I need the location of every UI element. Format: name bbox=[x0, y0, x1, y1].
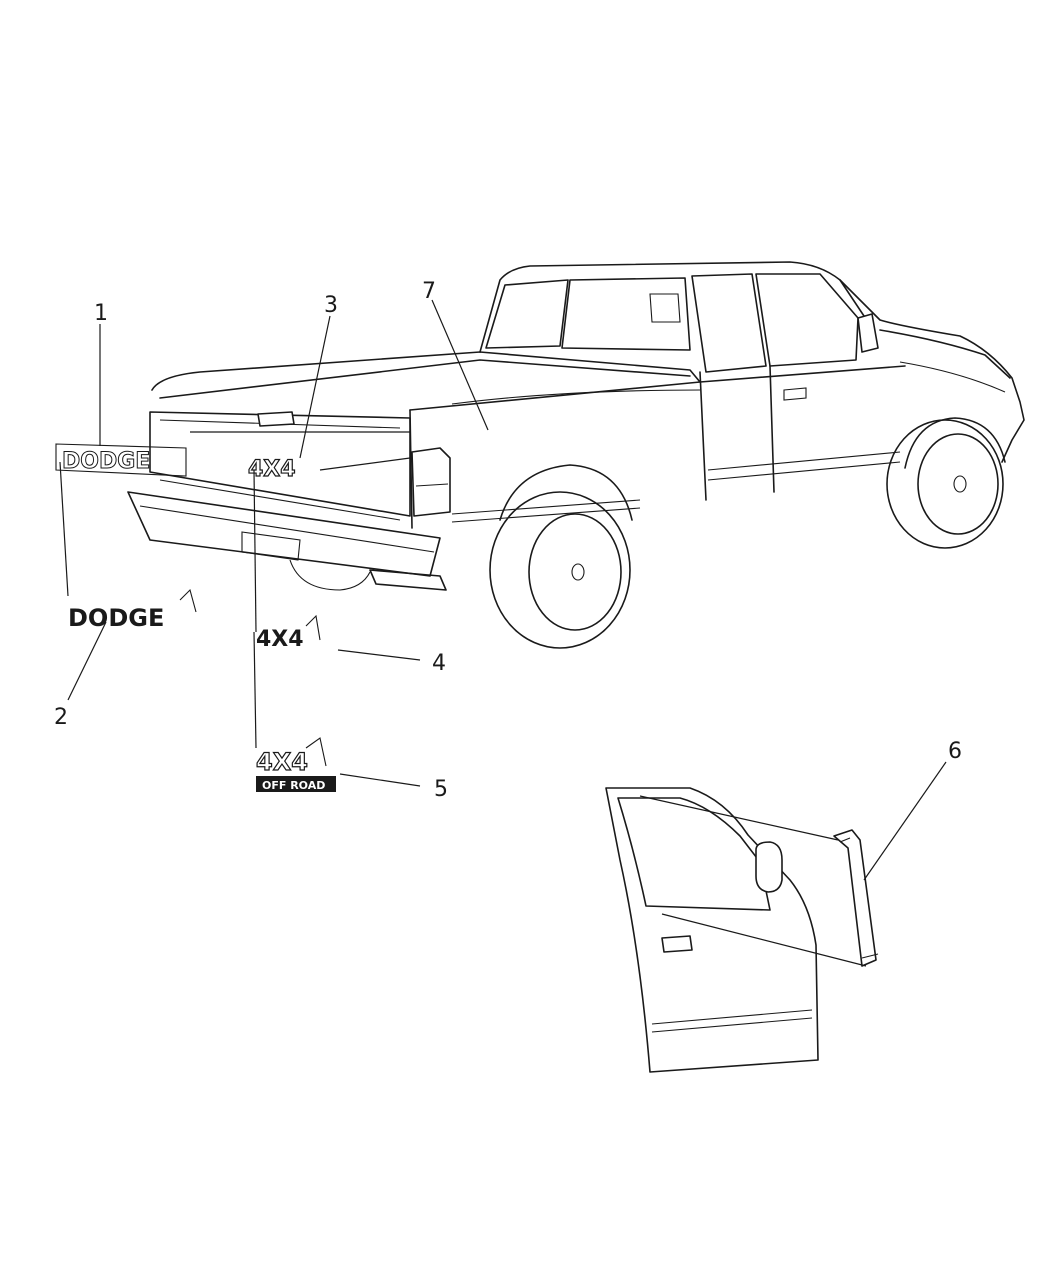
tailgate-emblem-text: DODGE bbox=[62, 449, 150, 474]
bedside-4x4-emblem: 4X4 bbox=[247, 456, 296, 482]
callout-5: 5 bbox=[434, 777, 448, 802]
pillar-applique bbox=[833, 829, 879, 967]
4x4-offroad-emblem: 4X4 OFF ROAD bbox=[255, 737, 336, 792]
pickup-truck-illustration bbox=[127, 261, 1025, 649]
tailgate-dodge-emblem: DODGE bbox=[55, 443, 187, 477]
bedside-emblem-text: 4X4 bbox=[248, 457, 296, 482]
callout-6: 6 bbox=[948, 739, 962, 764]
4x4-offroad-emblem-text: 4X4 bbox=[256, 748, 308, 776]
leader-lines bbox=[59, 299, 947, 967]
front-door-illustration bbox=[605, 787, 819, 1073]
callout-2: 2 bbox=[54, 705, 68, 730]
callout-numbers: 1 2 3 4 5 6 7 bbox=[54, 279, 962, 802]
4x4-emblem: 4X4 bbox=[256, 614, 321, 652]
callout-1: 1 bbox=[94, 301, 108, 326]
dodge-emblem-detail: DODGE bbox=[68, 588, 197, 632]
offroad-strip bbox=[256, 776, 336, 792]
callout-3: 3 bbox=[324, 293, 338, 318]
callout-4: 4 bbox=[432, 651, 446, 676]
dodge-emblem-detail-text: DODGE bbox=[68, 604, 164, 632]
callout-7: 7 bbox=[422, 279, 436, 304]
4x4-emblem-text: 4X4 bbox=[256, 627, 304, 652]
offroad-strip-text: OFF ROAD bbox=[262, 779, 325, 792]
